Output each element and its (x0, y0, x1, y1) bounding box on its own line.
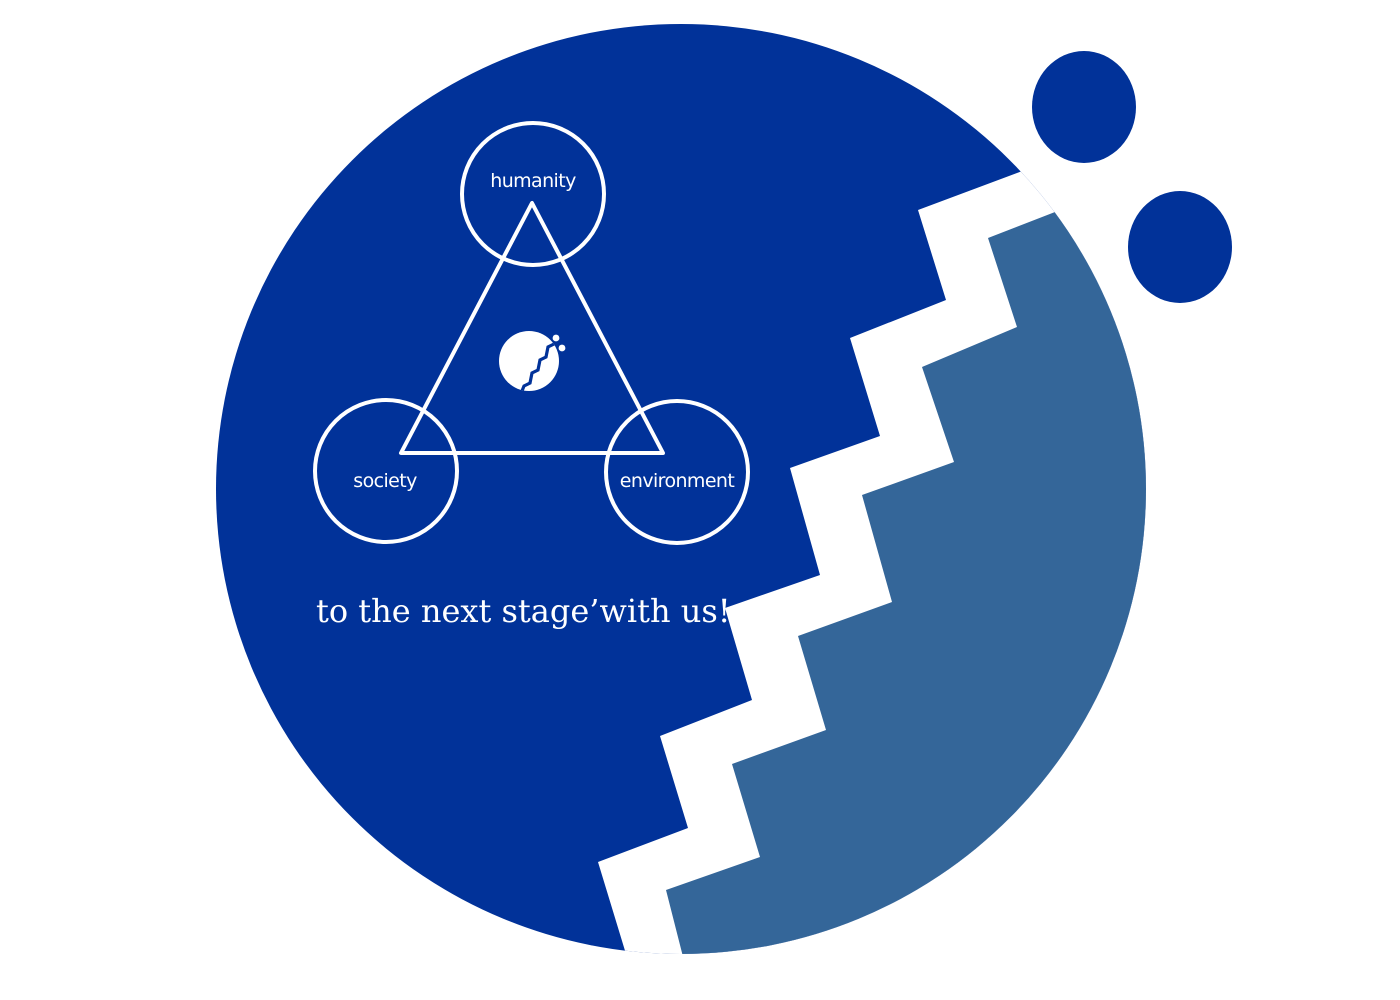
stair-body (666, 212, 1146, 954)
node-label-environment: environment (620, 470, 735, 492)
tagline: to the next stage’with us! (316, 592, 731, 630)
accent-dot-lower (1128, 191, 1232, 303)
node-circle-society (313, 398, 459, 544)
node-circle-environment (604, 399, 750, 545)
triangle-connector (399, 201, 665, 455)
triangle-diagram (313, 121, 750, 545)
stairs-globe-logo-icon (499, 331, 566, 391)
accent-dot-upper (1032, 51, 1136, 163)
node-circle-humanity (460, 121, 606, 267)
node-label-society: society (353, 470, 417, 492)
node-label-humanity: humanity (490, 170, 576, 192)
